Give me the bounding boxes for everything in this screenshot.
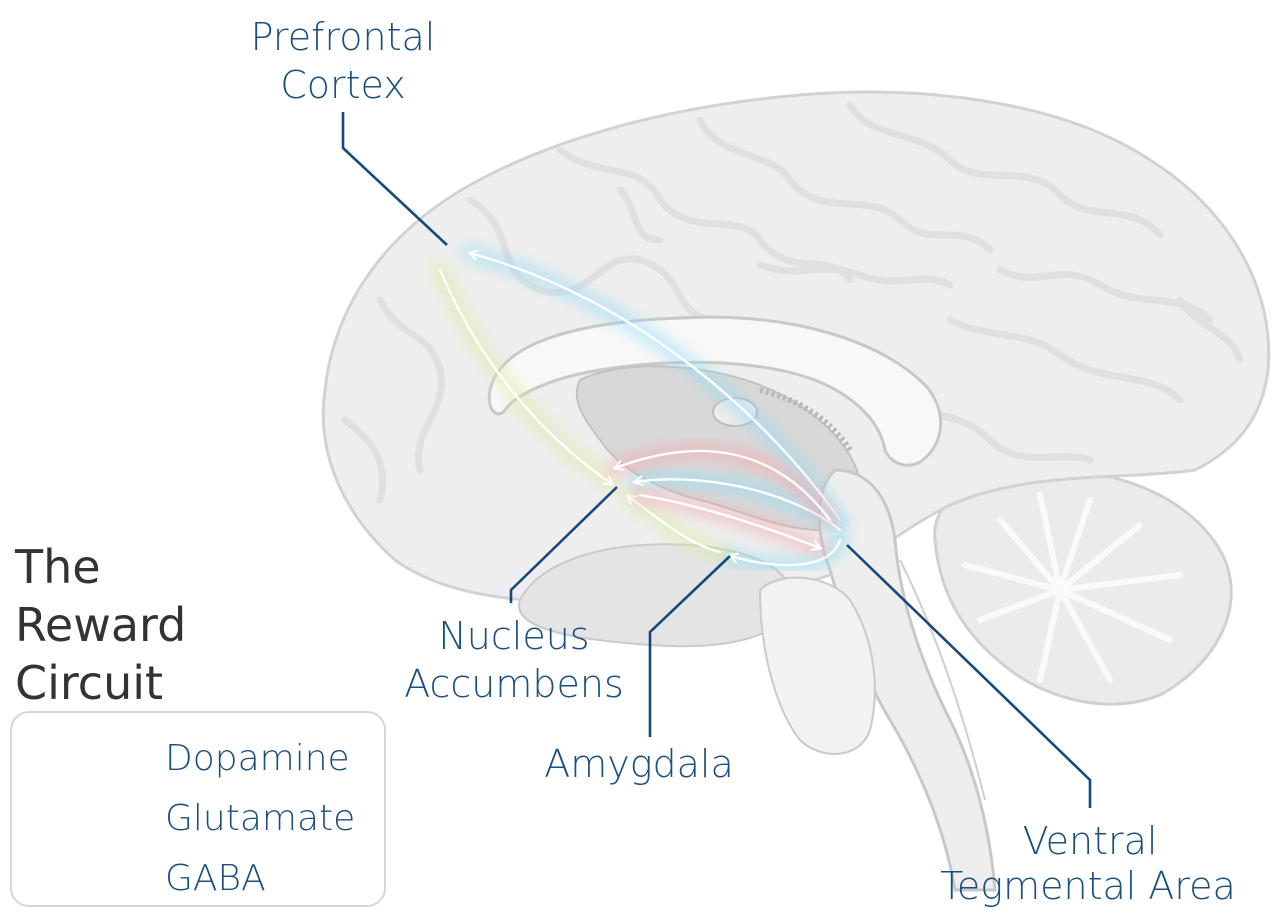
- label-prefrontal-line1: Prefrontal: [251, 15, 436, 59]
- label-vta-line1: Ventral: [1023, 819, 1158, 863]
- label-nucleus-line1: Nucleus: [438, 614, 589, 658]
- label-amygdala: Amygdala: [544, 742, 734, 786]
- title-block: The Reward Circuit: [14, 540, 186, 710]
- label-nucleus-line2: Accumbens: [404, 662, 624, 706]
- label-prefrontal-line2: Cortex: [280, 63, 406, 107]
- legend-label-gaba: GABA: [165, 858, 266, 899]
- legend-label-dopamine: Dopamine: [165, 738, 350, 779]
- legend-label-glutamate: Glutamate: [165, 798, 355, 839]
- title-line3: Circuit: [15, 656, 163, 710]
- label-vta-line2: Tegmental Area: [940, 864, 1236, 908]
- title-line1: The: [14, 540, 101, 594]
- title-line2: Reward: [15, 598, 186, 652]
- legend: Dopamine Glutamate GABA: [11, 712, 385, 906]
